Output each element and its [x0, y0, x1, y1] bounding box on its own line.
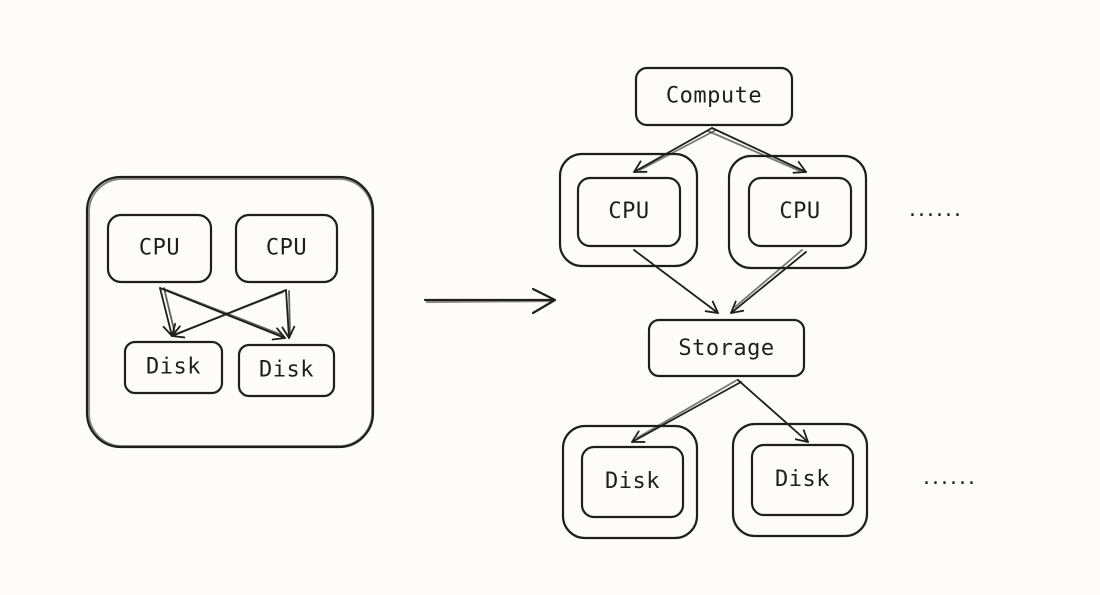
storage-node: Storage — [647, 318, 806, 378]
compute-label: Compute — [666, 84, 762, 109]
transition-arrow — [423, 287, 557, 315]
right-disk-1-label: Disk — [605, 469, 660, 494]
left-cpu-1: CPU — [106, 213, 213, 284]
right-disk-2-label: Disk — [775, 467, 830, 492]
right-cpu-2-label: CPU — [779, 199, 820, 224]
machine-frame-sketch — [88, 178, 373, 447]
more-disks-ellipsis: ...... — [923, 465, 977, 490]
left-disk-2-label: Disk — [259, 358, 314, 383]
left-cpu-2: CPU — [234, 213, 339, 284]
right-disk-1: Disk — [561, 424, 699, 540]
right-cpu-2: CPU — [727, 154, 868, 270]
arrow-storage-to-disk-1 — [631, 381, 742, 443]
arrow-cpu-2-to-storage-sketch — [734, 249, 803, 308]
right-cpu-1-label: CPU — [608, 199, 649, 224]
arrow-cpu-1-to-storage — [633, 249, 719, 314]
right-disk-2: Disk — [731, 422, 869, 538]
left-cpu-2-label: CPU — [266, 236, 307, 261]
arrow-compute-to-cpu-1 — [633, 127, 713, 173]
arrow-cpu-2-to-storage — [730, 251, 807, 314]
compute-node: Compute — [634, 66, 794, 127]
arrow-compute-to-cpu-1-sketch — [639, 129, 717, 171]
arrow-cpu2-to-disk2 — [281, 289, 296, 339]
more-cpus-ellipsis: ...... — [909, 197, 963, 222]
arrow-cpu2-to-disk1-sketch — [175, 291, 284, 335]
arrow-compute-to-cpu-2-sketch — [707, 130, 801, 172]
arrow-cpu1-to-disk1 — [159, 287, 177, 337]
left-disk-1: Disk — [123, 340, 224, 395]
disaggregated-architecture: Compute CPU CPU ...... Storage Disk Disk — [558, 66, 977, 540]
left-cpu-1-label: CPU — [139, 236, 180, 261]
left-disk-2: Disk — [237, 343, 336, 398]
right-cpu-1: CPU — [558, 152, 699, 268]
left-disk-1-label: Disk — [146, 355, 201, 380]
arrow-storage-to-disk-1-sketch — [636, 379, 738, 439]
arrow-compute-to-cpu-2 — [711, 127, 807, 174]
arrow-cpu1-to-disk2-sketch — [163, 288, 283, 336]
monolithic-machine: CPU CPU Disk Disk — [85, 175, 375, 449]
arrow-cpu2-to-disk2-sketch — [288, 290, 291, 335]
arrow-storage-to-disk-2 — [737, 379, 809, 443]
storage-label: Storage — [678, 336, 774, 361]
machine-frame — [85, 175, 375, 449]
